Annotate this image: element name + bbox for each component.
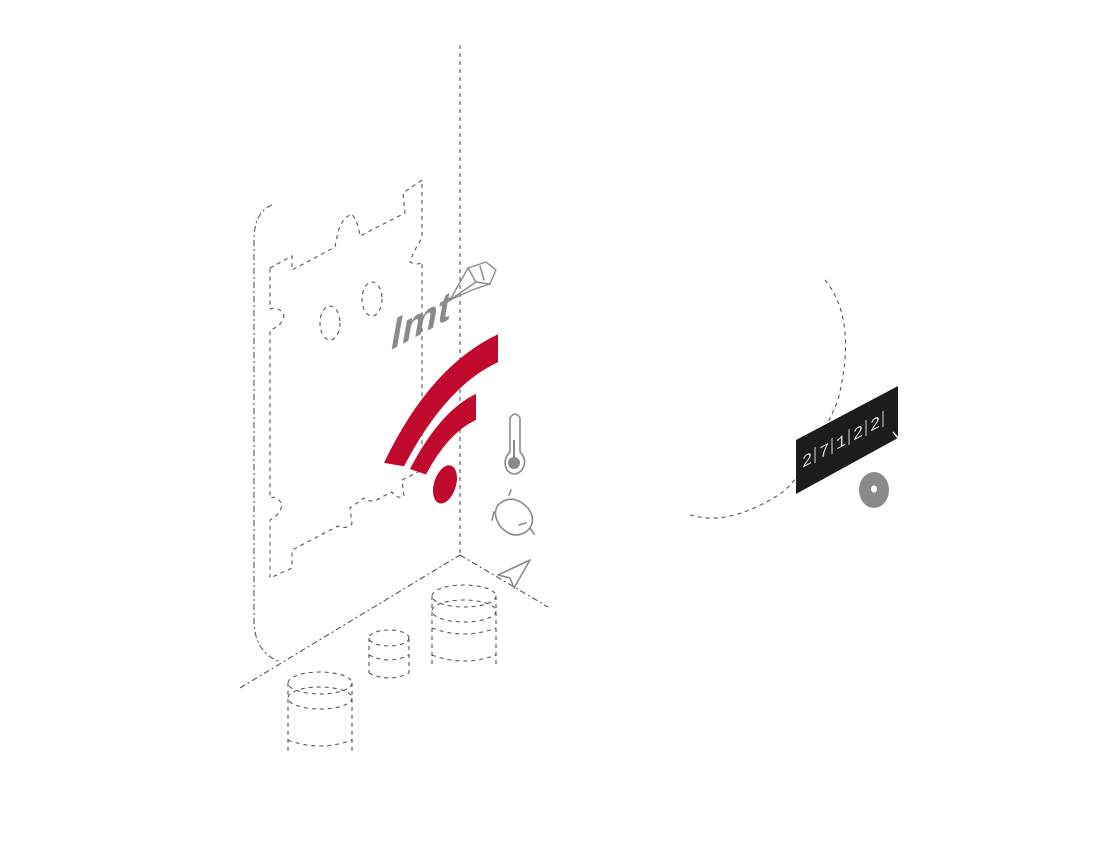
cylinder <box>287 671 353 755</box>
meter-digit: 2 <box>802 449 812 473</box>
dashed-arc <box>687 279 847 519</box>
floor-guide-line <box>239 554 461 689</box>
location-arrow-icon <box>497 559 531 589</box>
map-pin-icon <box>449 261 497 301</box>
meter-digit: 1 <box>836 431 846 455</box>
wifi-icon <box>384 334 498 504</box>
meter-counter: 2 7 1 2 2 <box>796 386 899 494</box>
meter-digit: 2 <box>853 422 863 446</box>
meter-digit: 7 <box>819 440 829 464</box>
cylinder <box>368 629 410 679</box>
thermometer-icon <box>504 413 526 475</box>
panel-hole <box>361 281 383 317</box>
panel-hole <box>319 305 341 341</box>
jigsaw-panel-outline <box>269 178 423 579</box>
meter-digit: 2 <box>870 413 880 437</box>
cylinder <box>431 584 497 668</box>
bell-icon <box>491 489 535 536</box>
back-panel-outline <box>253 204 281 663</box>
floor-guide-line <box>459 554 549 608</box>
disc-icon <box>859 472 889 508</box>
